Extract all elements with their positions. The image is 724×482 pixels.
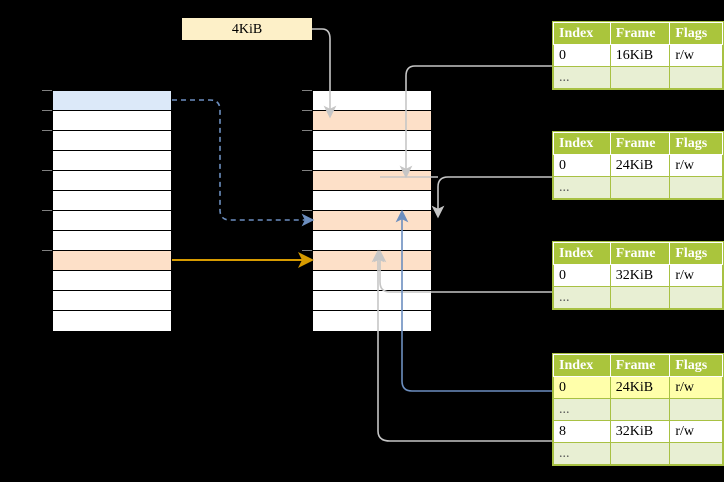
- memory-row: [313, 171, 431, 191]
- table-cell: 0: [553, 154, 611, 177]
- table-row[interactable]: ...: [553, 442, 723, 465]
- table-cell: [669, 442, 723, 465]
- table-cell: 32KiB: [609, 420, 671, 443]
- memory-row: [53, 171, 171, 191]
- memory-row: [313, 271, 431, 291]
- middle-column-ticks: [302, 90, 312, 251]
- memory-row: [53, 151, 171, 171]
- table-cell: r/w: [669, 44, 723, 67]
- table-cell: [669, 176, 723, 199]
- memory-row: [313, 251, 431, 271]
- table-cell: 16KiB: [609, 44, 671, 67]
- table-cell: [609, 442, 671, 465]
- column-header: Frame: [609, 242, 671, 265]
- memory-row: [53, 231, 171, 251]
- column-header: Flags: [669, 354, 723, 377]
- memory-row: [53, 91, 171, 111]
- memory-row: [313, 151, 431, 171]
- column-header: Flags: [669, 22, 723, 45]
- column-header: Index: [553, 132, 611, 155]
- table-row[interactable]: ...: [553, 286, 723, 309]
- memory-row: [313, 311, 431, 331]
- table-cell: r/w: [669, 264, 723, 287]
- virtual-to-physical-dashed-arrow: [172, 99, 315, 227]
- memory-row: [313, 131, 431, 151]
- table-cell: r/w: [669, 420, 723, 443]
- table-cell: 8: [553, 420, 611, 443]
- column-header: Frame: [609, 22, 671, 45]
- column-header: Index: [553, 354, 611, 377]
- table-cell: 24KiB: [609, 376, 671, 399]
- table-cell: [609, 398, 671, 421]
- table-cell: [609, 286, 671, 309]
- table-cell: 0: [553, 264, 611, 287]
- table-row[interactable]: ...: [553, 398, 723, 421]
- table-row[interactable]: ...: [553, 176, 723, 199]
- memory-row: [313, 231, 431, 251]
- memory-row: [53, 271, 171, 291]
- table-cell: 0: [553, 376, 611, 399]
- table-cell: [669, 66, 723, 89]
- memory-row: [313, 91, 431, 111]
- memory-row: [53, 211, 171, 231]
- page-size-label: 4KiB: [182, 18, 312, 40]
- table-row[interactable]: ...: [553, 66, 723, 89]
- table-cell: ...: [553, 398, 611, 421]
- memory-row: [53, 311, 171, 331]
- table-cell: r/w: [669, 154, 723, 177]
- column-header: Frame: [609, 132, 671, 155]
- memory-row: [53, 291, 171, 311]
- virtual-address-space-column: [52, 90, 172, 331]
- left-column-ticks: [42, 90, 52, 251]
- table-cell: r/w: [669, 376, 723, 399]
- column-header: Flags: [669, 132, 723, 155]
- column-header: Index: [553, 242, 611, 265]
- table-cell: ...: [553, 66, 611, 89]
- table-cell: ...: [553, 176, 611, 199]
- table-cell: ...: [553, 442, 611, 465]
- memory-row: [53, 111, 171, 131]
- memory-row: [53, 191, 171, 211]
- memory-row: [313, 211, 431, 231]
- memory-row: [313, 291, 431, 311]
- table-cell: ...: [553, 286, 611, 309]
- column-header: Frame: [609, 354, 671, 377]
- column-header: Index: [553, 22, 611, 45]
- memory-row: [53, 251, 171, 271]
- table-cell: 32KiB: [609, 264, 671, 287]
- memory-row: [313, 111, 431, 131]
- physical-memory-column: [312, 90, 432, 331]
- table-cell: [669, 398, 723, 421]
- table-cell: 0: [553, 44, 611, 67]
- memory-row: [313, 191, 431, 211]
- table-cell: 24KiB: [609, 154, 671, 177]
- column-header: Flags: [669, 242, 723, 265]
- table-cell: [609, 176, 671, 199]
- table-cell: [669, 286, 723, 309]
- memory-row: [53, 131, 171, 151]
- table-cell: [609, 66, 671, 89]
